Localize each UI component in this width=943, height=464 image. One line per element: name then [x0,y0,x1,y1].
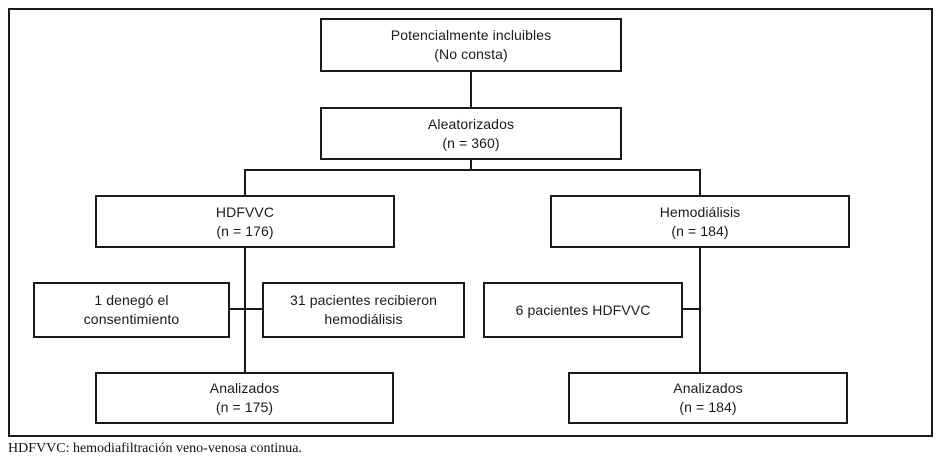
node-label-line2: (n = 175) [215,399,274,415]
node-label-line2: (n = 176) [216,222,274,239]
node-label-line2: (n = 184) [679,399,737,415]
node-received-hemodialysis: 31 pacientes recibieron hemodiálisis [262,282,465,338]
connector-top-to-randomized [470,72,472,107]
connector-branch-bar [244,169,701,171]
node-label-line1: Potencialmente incluibles [390,27,552,43]
node-label-line1: Aleatorizados [427,115,515,132]
node-hdfvvc-arm: HDFVVC (n = 176) [95,195,395,248]
node-label-line1: 1 denegó el [94,292,169,308]
footnote-abbreviation: HDFVVC: hemodiafiltración veno-venosa co… [8,441,302,456]
node-randomized: Aleatorizados (n = 360) [320,107,622,160]
connector-left-side-boxes [230,308,262,310]
node-label-line1: Analizados [209,380,280,396]
connector-right-spine [699,248,701,372]
node-label-line1: 6 pacientes HDFVVC [515,301,651,318]
node-label-line2: (No consta) [434,46,508,62]
connector-randomized-stub [470,160,472,170]
node-label-line2: hemodiálisis [324,311,403,327]
node-label-line2: consentimiento [83,311,180,327]
diagram-border [8,8,933,437]
node-label-line2: (n = 360) [442,134,500,151]
node-analyzed-hdfvvc: Analizados (n = 175) [95,372,394,424]
node-label-line1: HDFVVC [215,203,275,220]
connector-branch-left-drop [244,169,246,195]
node-label-line1: Hemodiálisis [659,203,741,220]
node-label-line1: Analizados [673,380,743,396]
connector-left-spine [244,248,246,372]
node-hemodialysis-arm: Hemodiálisis (n = 184) [550,195,850,248]
node-label-line2: (n = 184) [671,222,729,239]
node-denied-consent: 1 denegó el consentimiento [33,282,230,338]
node-analyzed-hemodialysis: Analizados (n = 184) [568,372,848,424]
node-received-hdfvvc: 6 pacientes HDFVVC [483,282,683,338]
connector-right-side-box [683,308,700,310]
connector-branch-right-drop [699,169,701,195]
node-potentially-eligible: Potencialmente incluibles (No consta) [320,18,622,72]
node-label-line1: 31 pacientes recibieron [289,292,438,308]
